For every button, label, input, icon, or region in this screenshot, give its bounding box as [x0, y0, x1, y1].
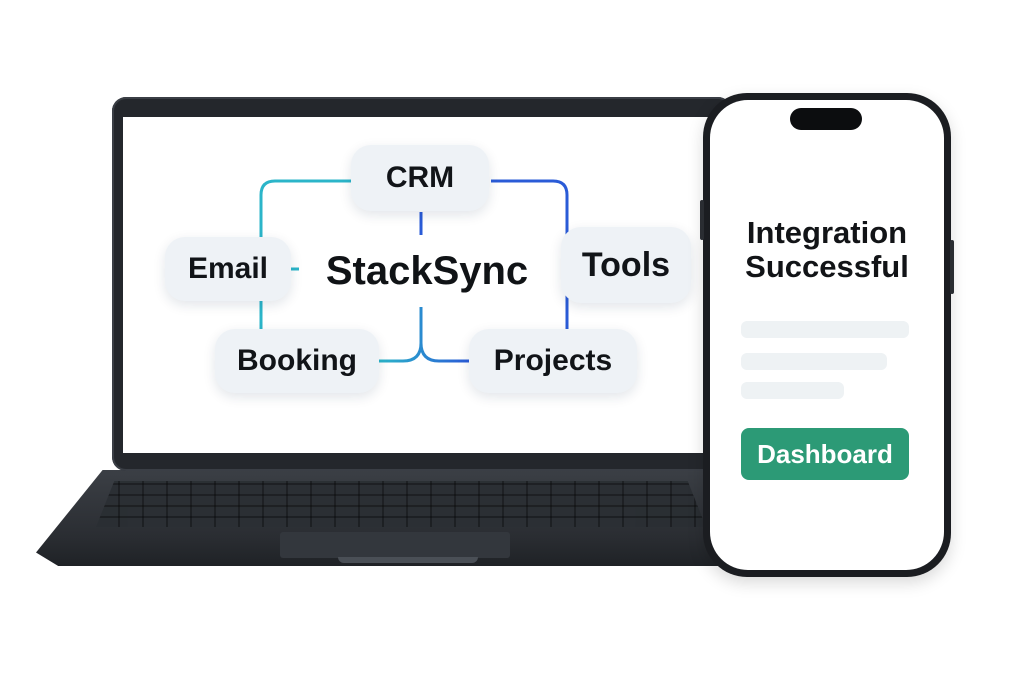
status-title-line1: Integration: [746, 215, 908, 250]
node-tools-label: Tools: [581, 245, 671, 284]
laptop-screen: CRM Email Tools Booking Projects StackSy…: [123, 117, 719, 453]
node-crm[interactable]: CRM: [351, 145, 489, 211]
integration-status-title: Integration Successful: [724, 216, 930, 284]
node-booking[interactable]: Booking: [215, 329, 379, 393]
node-email[interactable]: Email: [165, 237, 291, 301]
phone-side-button: [950, 240, 954, 294]
placeholder-line-2: [741, 353, 887, 370]
node-crm-label: CRM: [385, 161, 455, 194]
node-booking-label: Booking: [237, 344, 357, 377]
placeholder-line-1: [741, 321, 909, 338]
laptop-trackpad: [280, 532, 510, 558]
node-projects-label: Projects: [493, 344, 613, 377]
node-tools[interactable]: Tools: [561, 227, 691, 303]
integration-connectors: [259, 179, 569, 363]
node-projects[interactable]: Projects: [469, 329, 637, 393]
placeholder-line-3: [741, 382, 844, 399]
phone-volume-button: [700, 200, 704, 240]
laptop-hinge-notch: [338, 557, 478, 563]
connector-crm-booking: [259, 179, 351, 329]
dashboard-button-label: Dashboard: [757, 438, 893, 469]
status-title-line2: Successful: [745, 249, 909, 284]
node-email-label: Email: [187, 252, 269, 285]
laptop-keyboard: [96, 481, 706, 527]
dashboard-button[interactable]: Dashboard: [741, 428, 909, 480]
connector-crm-projects: [491, 179, 569, 329]
phone-dynamic-island: [790, 108, 862, 130]
connector-hub-bottom: [379, 307, 469, 363]
hub-stacksync: StackSync: [325, 248, 529, 293]
